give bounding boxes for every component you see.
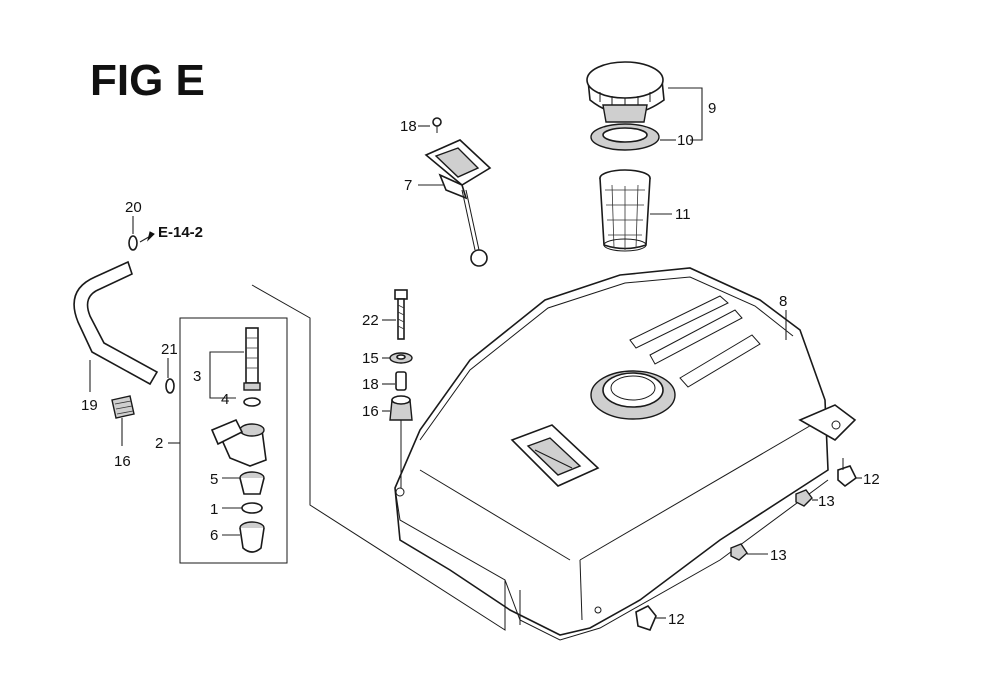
callout-12-lower: 12 (668, 611, 685, 628)
callout-20: 19 (81, 397, 98, 414)
callout-12-upper: 12 (863, 471, 880, 488)
callout-4: 4 (221, 391, 229, 408)
o-ring-1 (241, 502, 263, 514)
callout-15: 15 (362, 350, 379, 367)
hose-clip-lower (165, 378, 175, 394)
callout-10: 10 (677, 132, 694, 149)
nut-13-lower (730, 543, 748, 561)
filter-cup (239, 521, 265, 553)
fuel-gauge (424, 139, 492, 267)
clip-12-lower (635, 604, 657, 631)
mount-rubber (389, 395, 413, 421)
callout-11: 11 (675, 206, 691, 223)
callout-5: 5 (210, 471, 218, 488)
fuel-cock-group-box (179, 317, 288, 564)
mount-collar (395, 371, 407, 391)
callout-21-lower: 21 (161, 341, 178, 358)
hose-clip-upper (128, 235, 138, 251)
callout-21-upper: 20 (125, 199, 142, 216)
callout-19: 18 (400, 118, 417, 135)
callout-13-lower: 13 (770, 547, 787, 564)
clip-12-upper (837, 458, 858, 488)
figure-title: FIG E (90, 56, 205, 105)
cap-gasket (590, 123, 660, 151)
reference-e-14-2: E-14-2 (158, 224, 203, 241)
fuel-strainer (599, 169, 651, 252)
callout-16: 16 (362, 403, 379, 420)
callout-7: 7 (404, 177, 412, 194)
callout-13-upper: 13 (818, 493, 835, 510)
nut-13-upper (795, 489, 813, 507)
grommet (111, 395, 135, 419)
gauge-screw (432, 117, 442, 133)
callout-6: 6 (210, 527, 218, 544)
callout-22: 22 (362, 312, 379, 329)
fuel-cock-body (210, 418, 267, 467)
fuel-cock-strainer (243, 327, 261, 391)
callout-2: 2 (155, 435, 163, 452)
filler-cap (586, 61, 665, 123)
fuel-hose (73, 260, 159, 386)
o-ring-4 (243, 397, 261, 407)
mount-washer (389, 352, 413, 364)
callout-1: 1 (210, 501, 218, 518)
callout-3: 3 (193, 368, 201, 385)
mount-bolt (394, 289, 408, 340)
fuel-cup (239, 471, 265, 495)
callout-18: 18 (362, 376, 379, 393)
callout-8: 8 (779, 293, 787, 310)
fuel-tank (394, 267, 857, 641)
callout-17: 16 (114, 453, 131, 470)
callout-9: 9 (708, 100, 716, 117)
